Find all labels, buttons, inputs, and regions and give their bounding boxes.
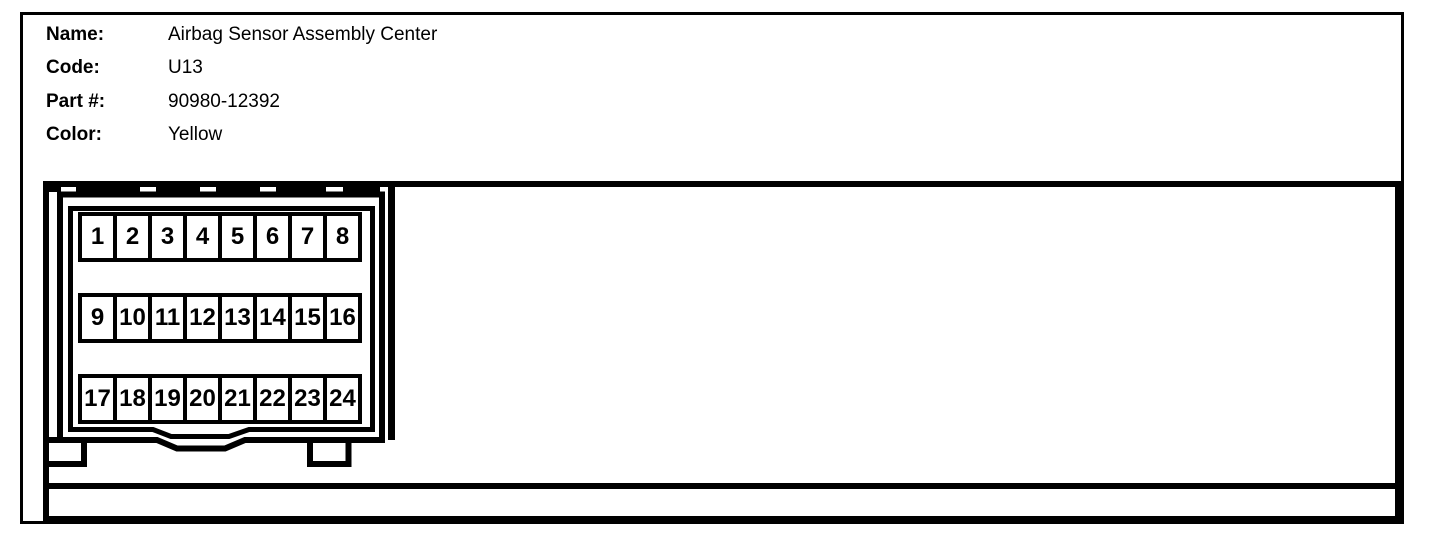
pin-4: 4: [183, 216, 218, 258]
housing-tab: [76, 187, 140, 192]
connector-info: Name: Airbag Sensor Assembly Center Code…: [46, 18, 437, 152]
pin-row-3: 17 18 19 20 21 22 23 24: [78, 374, 362, 424]
housing-tab: [216, 187, 260, 192]
info-row-part-number: Part #: 90980-12392: [46, 85, 437, 119]
pin-8: 8: [323, 216, 358, 258]
pin-24: 24: [323, 378, 358, 420]
housing-left-foot: [43, 437, 87, 467]
housing-right-foot: [307, 437, 352, 467]
info-value-color: Yellow: [168, 124, 223, 146]
pin-21: 21: [218, 378, 253, 420]
info-row-name: Name: Airbag Sensor Assembly Center: [46, 18, 437, 52]
pin-7: 7: [288, 216, 323, 258]
pin-1: 1: [90, 223, 105, 250]
pin-19: 19: [148, 378, 183, 420]
pin-15: 15: [288, 297, 323, 339]
info-row-code: Code: U13: [46, 52, 437, 86]
housing-shell: [57, 191, 385, 452]
pin-12: 12: [183, 297, 218, 339]
pin-11: 11: [148, 297, 183, 339]
pin-20: 20: [183, 378, 218, 420]
housing-tab: [276, 187, 326, 192]
pin-10: 10: [113, 297, 148, 339]
pin-14: 14: [253, 297, 288, 339]
pin-row-2: 9 10 11 12 13 14 15 16: [78, 293, 362, 343]
info-value-name: Airbag Sensor Assembly Center: [168, 23, 438, 45]
empty-footer-row: [43, 483, 1401, 522]
housing-tab: [343, 187, 380, 192]
connector-housing-drawing: [43, 187, 395, 467]
info-label-color: Color:: [46, 124, 102, 146]
pin-2: 2: [113, 216, 148, 258]
pin-3: 3: [148, 216, 183, 258]
pin-9: 9: [90, 304, 105, 331]
info-label-part-number: Part #:: [46, 90, 106, 112]
info-row-color: Color: Yellow: [46, 119, 437, 153]
pin-18: 18: [113, 378, 148, 420]
info-label-name: Name:: [46, 23, 105, 45]
pin-13: 13: [218, 297, 253, 339]
info-label-code: Code:: [46, 57, 100, 79]
info-value-code: U13: [168, 57, 203, 79]
pin-16: 16: [323, 297, 358, 339]
housing-top-corner: [49, 187, 61, 192]
info-value-part-number: 90980-12392: [168, 90, 280, 112]
pin-5: 5: [218, 216, 253, 258]
pin-23: 23: [288, 378, 323, 420]
pin-6: 6: [253, 216, 288, 258]
pin-22: 22: [253, 378, 288, 420]
housing-tab: [156, 187, 200, 192]
pin-17: 17: [84, 385, 111, 412]
pin-row-1: 1 2 3 4 5 6 7 8: [78, 212, 362, 262]
housing-inner-wall: [68, 206, 375, 439]
